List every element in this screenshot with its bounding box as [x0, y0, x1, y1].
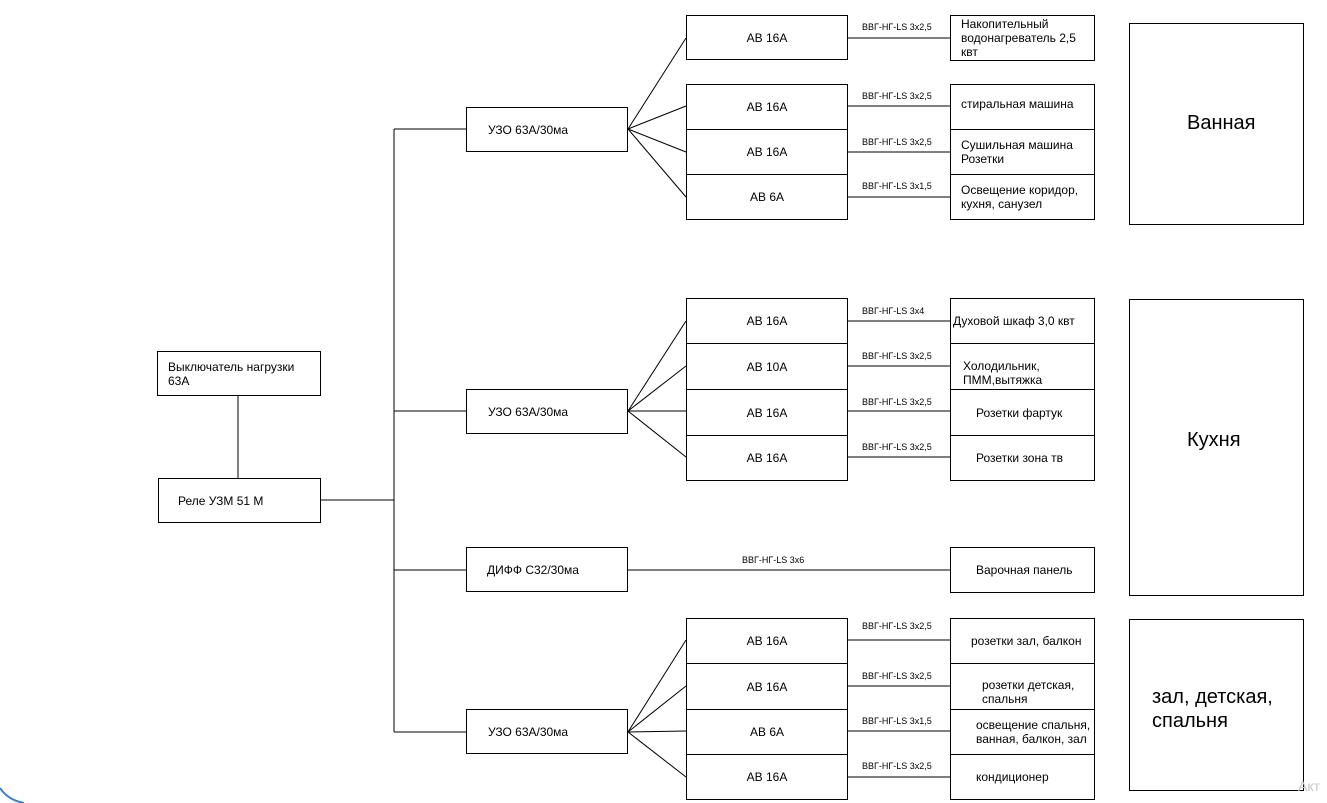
wire-fan-4-2 — [627, 685, 687, 733]
wire-fan-1-4 — [627, 128, 687, 198]
cable-label-4-2: ВВГ-НГ-LS 3х2,5 — [862, 671, 932, 681]
breaker-4-4: АВ 16А — [686, 754, 848, 800]
load-1-1: Накопительный водонагреватель 2,5 квт — [950, 15, 1095, 61]
wire-fan-1-1 — [627, 37, 687, 130]
wire-fan-2-1 — [627, 320, 687, 412]
breaker-1-3: АВ 16А — [686, 129, 848, 175]
load-1-2: стиральная машина — [950, 84, 1095, 130]
wire-fan-1-3 — [627, 128, 687, 153]
load-4-4: кондиционер — [950, 754, 1095, 800]
cable-label-1-3: ВВГ-НГ-LS 3х2,5 — [862, 137, 932, 147]
diff-breaker: ДИФФ С32/30ма — [466, 547, 628, 592]
rcd-group-2: УЗО 63А/30ма — [466, 389, 628, 434]
rcd-group-1: УЗО 63А/30ма — [466, 107, 628, 152]
breaker-1-2: АВ 16А — [686, 84, 848, 130]
room-living-bedrooms: зал, детская, спальня — [1129, 619, 1304, 791]
load-1-4: Освещение коридор, кухня, санузел — [950, 174, 1095, 220]
cable-label-2-2: ВВГ-НГ-LS 3х2,5 — [862, 351, 932, 361]
breaker-2-2: АВ 10А — [686, 343, 848, 390]
load-2-4: Розетки зона тв — [950, 435, 1095, 481]
cable-label-4-1: ВВГ-НГ-LS 3х2,5 — [862, 621, 932, 631]
cable-label-1-2: ВВГ-НГ-LS 3х2,5 — [862, 91, 932, 101]
wire-fan-2-4 — [627, 410, 687, 458]
main-load-switch: Выключатель нагрузки 63А — [157, 351, 321, 396]
cable-label-diff: ВВГ-НГ-LS 3х6 — [742, 555, 805, 565]
room-kitchen-label: Кухня — [1187, 429, 1241, 451]
wire-fan-1-2 — [627, 105, 687, 130]
cable-label-4-4: ВВГ-НГ-LS 3х2,5 — [862, 761, 932, 771]
breaker-4-2: АВ 16А — [686, 663, 848, 710]
room-kitchen: Кухня — [1129, 299, 1304, 596]
activation-watermark: Акт — [1298, 778, 1321, 794]
cable-label-2-3: ВВГ-НГ-LS 3х2,5 — [862, 397, 932, 407]
breaker-4-3: АВ 6А — [686, 709, 848, 755]
wire-fan-4-4 — [627, 731, 687, 778]
load-4-3: освещение спальня, ванная, балкон, зал — [950, 709, 1095, 755]
breaker-1-4: АВ 6А — [686, 174, 848, 220]
cable-label-2-1: ВВГ-НГ-LS 3х4 — [862, 306, 925, 316]
wire-fan-2-2 — [627, 365, 687, 412]
cable-label-4-3: ВВГ-НГ-LS 3х1,5 — [862, 716, 932, 726]
load-1-3: Сушильная машина Розетки — [950, 129, 1095, 175]
wire-fan-4-3 — [627, 730, 687, 733]
load-diff: Варочная панель — [950, 547, 1095, 593]
voltage-relay: Реле УЗМ 51 М — [158, 478, 321, 523]
room-living-bedrooms-label: зал, детская, спальня — [1152, 686, 1273, 732]
load-2-1: Духовой шкаф 3,0 квт — [950, 298, 1095, 344]
breaker-4-1: АВ 16А — [686, 618, 848, 664]
cable-label-2-4: ВВГ-НГ-LS 3х2,5 — [862, 442, 932, 452]
wire-fan-4-1 — [627, 639, 687, 733]
load-4-1: розетки зал, балкон — [950, 618, 1095, 664]
room-bathroom-label: Ванная — [1187, 112, 1256, 134]
cable-label-1-4: ВВГ-НГ-LS 3х1,5 — [862, 181, 932, 191]
breaker-1-1: АВ 16А — [686, 15, 848, 60]
breaker-2-3: АВ 16А — [686, 389, 848, 436]
cable-label-1-1: ВВГ-НГ-LS 3х2,5 — [862, 22, 932, 32]
load-2-3: Розетки фартук — [950, 389, 1095, 436]
corner-arc — [0, 787, 25, 803]
room-bathroom: Ванная — [1129, 23, 1304, 225]
load-2-2: Холодильник, ПММ,вытяжка — [950, 343, 1095, 390]
load-4-2: розетки детская, спальня — [950, 663, 1095, 710]
breaker-2-4: АВ 16А — [686, 435, 848, 481]
breaker-2-1: АВ 16А — [686, 298, 848, 344]
rcd-group-4: УЗО 63А/30ма — [466, 709, 628, 754]
